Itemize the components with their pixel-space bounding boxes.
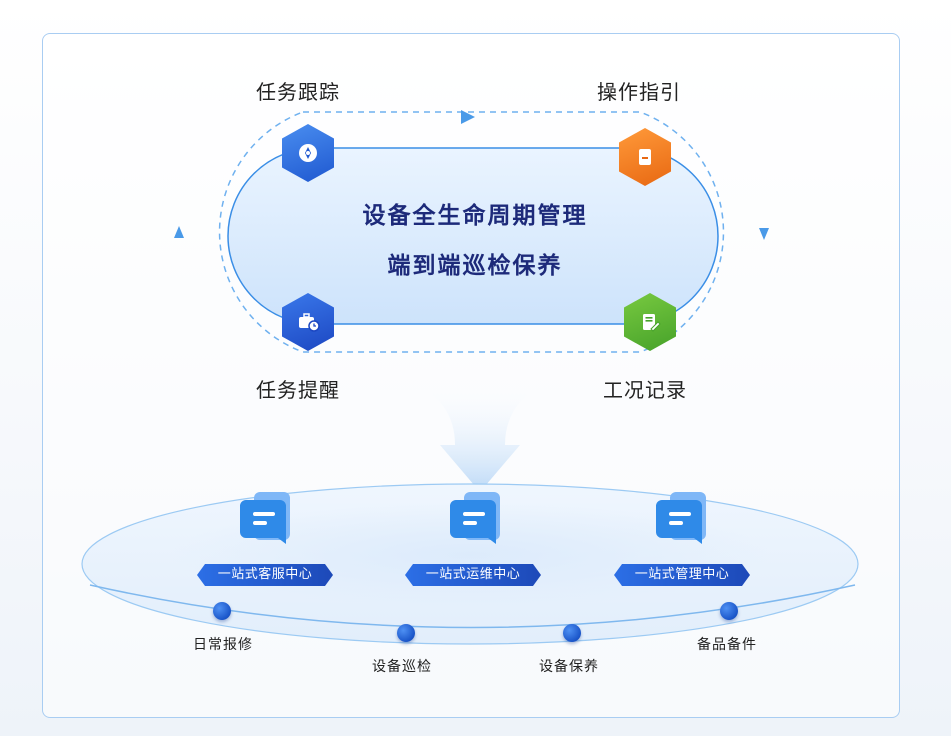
chat-doc-icon (240, 492, 290, 544)
banner-customer-service-center: 一站式客服中心 (197, 564, 333, 586)
banner-management-center: 一站式管理中心 (614, 564, 750, 586)
banner-operations-center: 一站式运维中心 (405, 564, 541, 586)
step-label-task-reminder: 任务提醒 (256, 378, 340, 402)
step-label-task-tracking: 任务跟踪 (256, 80, 340, 104)
cycle-title-line1: 设备全生命周期管理 (362, 203, 588, 229)
function-connector-curve (89, 584, 856, 629)
function-label-spare-parts: 备品备件 (697, 637, 757, 653)
cycle-center-pill (227, 147, 719, 325)
node-equipment-maintenance (563, 624, 581, 642)
function-label-equipment-maintenance: 设备保养 (539, 659, 599, 675)
document-icon (619, 128, 671, 186)
cycle-title-line2: 端到端巡检保养 (387, 253, 563, 279)
function-label-equipment-inspection: 设备巡检 (372, 659, 432, 675)
node-equipment-inspection (397, 624, 415, 642)
arrow-top (461, 110, 475, 124)
arrow-right (759, 228, 769, 240)
node-daily-repair (213, 602, 231, 620)
chat-doc-icon (450, 492, 500, 544)
arrow-left (174, 226, 184, 238)
step-label-condition-record: 工况记录 (603, 378, 687, 402)
chat-doc-icon (656, 492, 706, 544)
step-label-operation-guide: 操作指引 (597, 80, 681, 104)
cycle-dashed-track (218, 111, 725, 353)
edit-note-icon (624, 293, 676, 351)
function-label-daily-repair: 日常报修 (193, 637, 253, 653)
funnel-arrow (408, 380, 552, 492)
node-spare-parts (720, 602, 738, 620)
